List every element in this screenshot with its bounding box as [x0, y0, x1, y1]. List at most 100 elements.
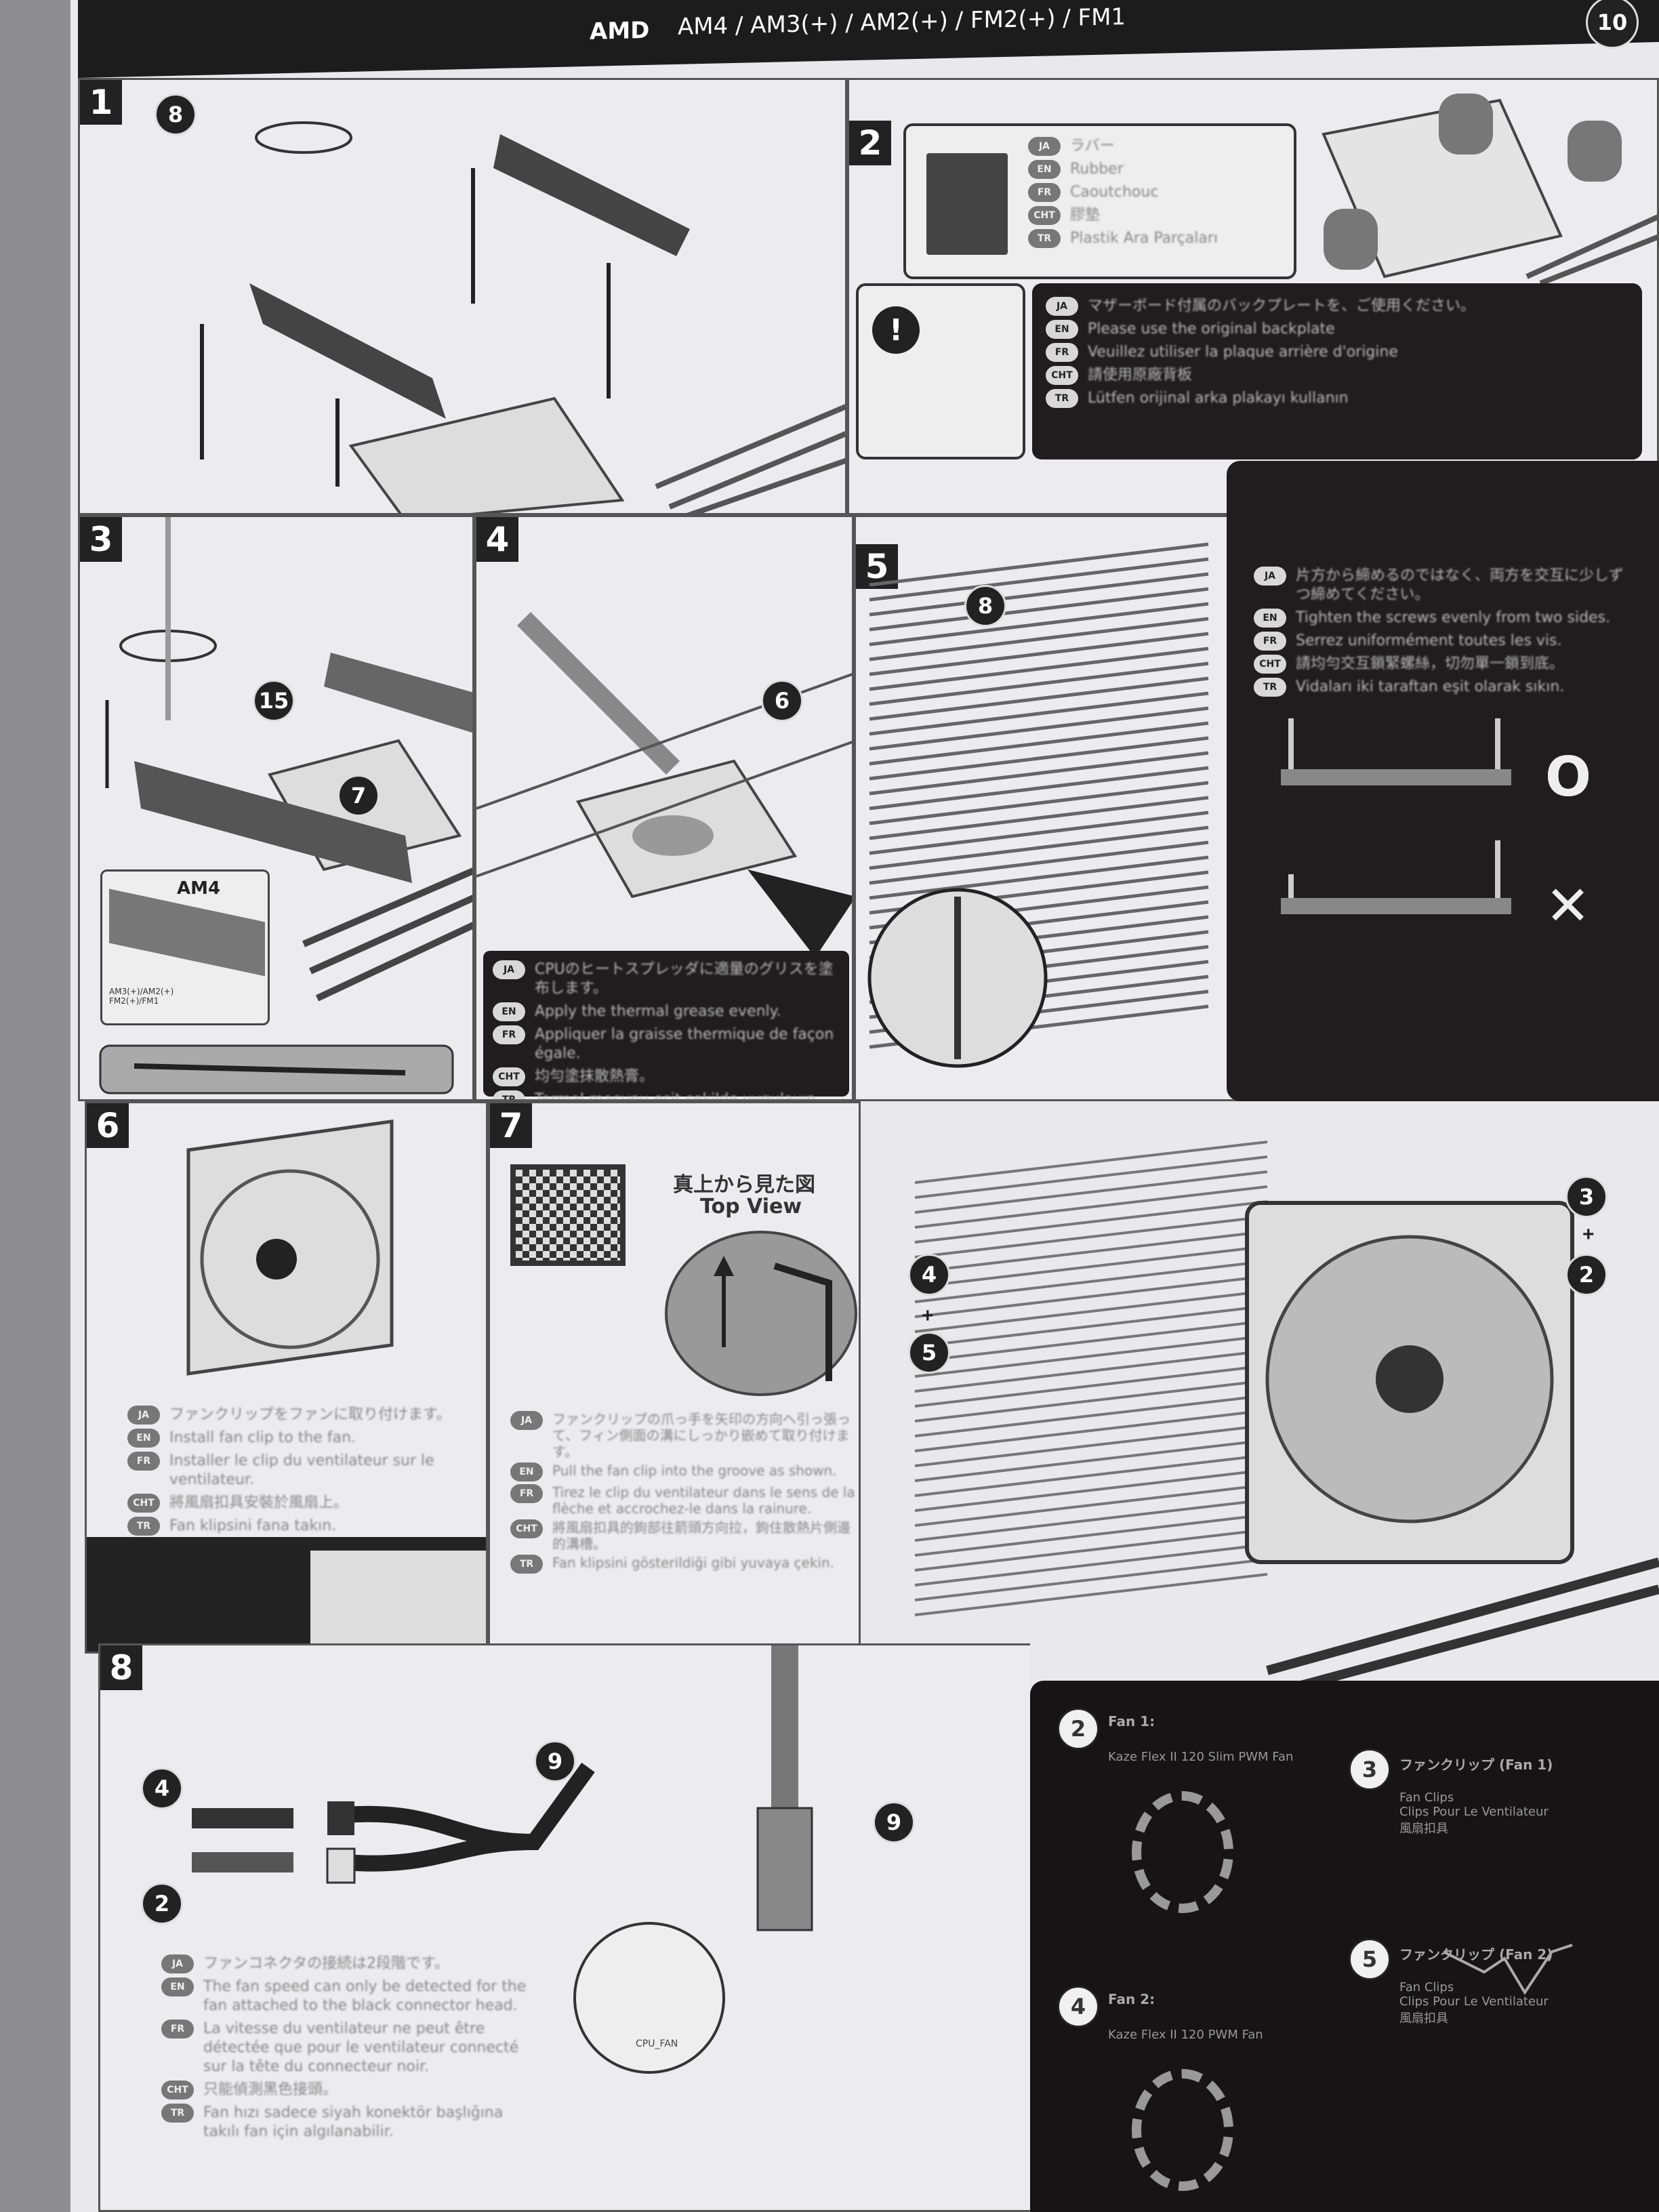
- language-badge: EN: [493, 1002, 525, 1021]
- part-number: 3: [1349, 1748, 1391, 1790]
- heatsink-fin: [914, 1319, 1268, 1363]
- instruction-text: Appliquer la graisse thermique de façon …: [535, 1026, 834, 1062]
- heatsink-fin: [869, 572, 1209, 617]
- part-desc: Kaze Flex II 120 PWM Fan: [1108, 2028, 1263, 2042]
- language-badge: JA: [1028, 137, 1061, 156]
- part-fan-clip-1: 3 ファンクリップ (Fan 1) Fan Clips Clips Pour L…: [1349, 1748, 1647, 1995]
- part-line: Fan Clips: [1399, 1980, 1454, 1994]
- heatsink-fin: [914, 1155, 1268, 1199]
- rubber-spacer-icon: [926, 153, 1008, 255]
- step-number: 5: [856, 544, 898, 589]
- part-title: ファンクリップ (Fan 2): [1399, 1946, 1553, 1963]
- language-badge: FR: [1254, 632, 1286, 651]
- step-number: 1: [80, 80, 122, 125]
- thermal-paste-diagram: [476, 612, 852, 958]
- step-number: 6: [87, 1103, 129, 1148]
- instruction-text: ファンクリップの爪っ手を矢印の方向へ引っ張って、フィン側面の溝にしっかり嵌めて取…: [552, 1411, 851, 1460]
- instruction-text: Veuillez utiliser la plaque arrière d'or…: [1088, 344, 1398, 361]
- step-number: 2: [849, 121, 891, 165]
- heatsink-fin: [914, 1513, 1268, 1557]
- callout-2: 2: [141, 1883, 183, 1925]
- heatsink-fin: [869, 661, 1209, 706]
- heatsink-fin: [869, 647, 1209, 691]
- warning-icon: !: [872, 306, 920, 354]
- qr-code[interactable]: [510, 1164, 626, 1266]
- heatsink-fin: [869, 691, 1209, 736]
- heatsink-fin: [869, 840, 1209, 885]
- heatsink-fin: [869, 751, 1209, 796]
- rubber-spacer-diagram: [1322, 94, 1657, 286]
- instruction-text: ファンコネクタの接続は2段階です。: [203, 1955, 449, 1972]
- heatsink-fin: [869, 825, 1209, 870]
- heatsink-fin: [914, 1334, 1268, 1378]
- callout-7: 7: [337, 775, 380, 817]
- heatsink-fin: [869, 676, 1209, 721]
- instruction-text: Tighten the screws evenly from two sides…: [1296, 609, 1611, 626]
- instruction-text: ファンクリップをファンに取り付けます。: [169, 1406, 451, 1423]
- language-badge: FR: [1028, 183, 1061, 202]
- instruction-text: 片方から締めるのではなく、両方を交互に少しずつ締めてください。: [1296, 567, 1624, 603]
- heatsink-fin: [914, 1141, 1268, 1184]
- callout-5: 5: [908, 1332, 950, 1374]
- language-badge: EN: [1028, 160, 1061, 179]
- socket-list: AM4 / AM3(+) / AM2(+) / FM2(+) / FM1: [678, 3, 1126, 41]
- part-fan-2: 4 Fan 2: Kaze Flex II 120 PWM Fan: [1057, 1986, 1342, 2191]
- instruction-text: Fan klipsini fana takın.: [169, 1517, 337, 1534]
- heatsink-fin: [869, 602, 1209, 647]
- heatsink-fin: [914, 1260, 1268, 1303]
- language-badge: FR: [161, 2020, 194, 2039]
- language-badge: TR: [1028, 229, 1061, 248]
- brand-label: AMD: [590, 16, 650, 45]
- part-line: Clips Pour Le Ventilateur: [1399, 1994, 1549, 2009]
- part-title: Fan 2:: [1108, 1991, 1155, 2007]
- language-badge: TR: [510, 1555, 543, 1574]
- heatsink-fin: [869, 587, 1209, 632]
- language-badge: JA: [127, 1406, 160, 1425]
- part-fan-clip-2: 5 ファンクリップ (Fan 2) Fan Clips Clips Pour L…: [1349, 1938, 1647, 2026]
- language-badge: EN: [1254, 609, 1286, 628]
- heatsink-fin: [914, 1185, 1268, 1229]
- socket-sub-label: AM3(+)/AM2(+) FM2(+)/FM1: [109, 987, 174, 1006]
- instruction-text: Rubber: [1070, 161, 1124, 178]
- instruction-text: Caoutchouc: [1070, 184, 1159, 201]
- heatsink-fin: [914, 1349, 1268, 1393]
- callout-4: 4: [141, 1767, 183, 1809]
- language-row: FR Serrez uniformément toutes les vis.: [1254, 632, 1632, 651]
- callout-8: 8: [964, 585, 1006, 627]
- instruction-text: 將風扇扣具安裝於風扇上。: [169, 1494, 349, 1511]
- instruction-text: Lütfen orijinal arka plakayı kullanın: [1088, 390, 1349, 407]
- callout-9: 9: [534, 1740, 576, 1782]
- part-number: 2: [1057, 1708, 1099, 1750]
- heatsink-mount-diagram: [867, 542, 1209, 1068]
- plus-sign: +: [922, 1305, 934, 1327]
- part-desc: Kaze Flex II 120 Slim PWM Fan: [1108, 1750, 1294, 1764]
- heatsink-fin: [914, 1469, 1268, 1512]
- language-badge: JA: [493, 960, 525, 979]
- heatsink-fin: [914, 1245, 1268, 1288]
- heatsink-fin: [914, 1454, 1268, 1497]
- top-view-title-ja: 真上から見た図: [673, 1173, 815, 1197]
- instruction-text: Serrez uniformément toutes les vis.: [1296, 632, 1562, 649]
- language-badge: TR: [493, 1090, 525, 1099]
